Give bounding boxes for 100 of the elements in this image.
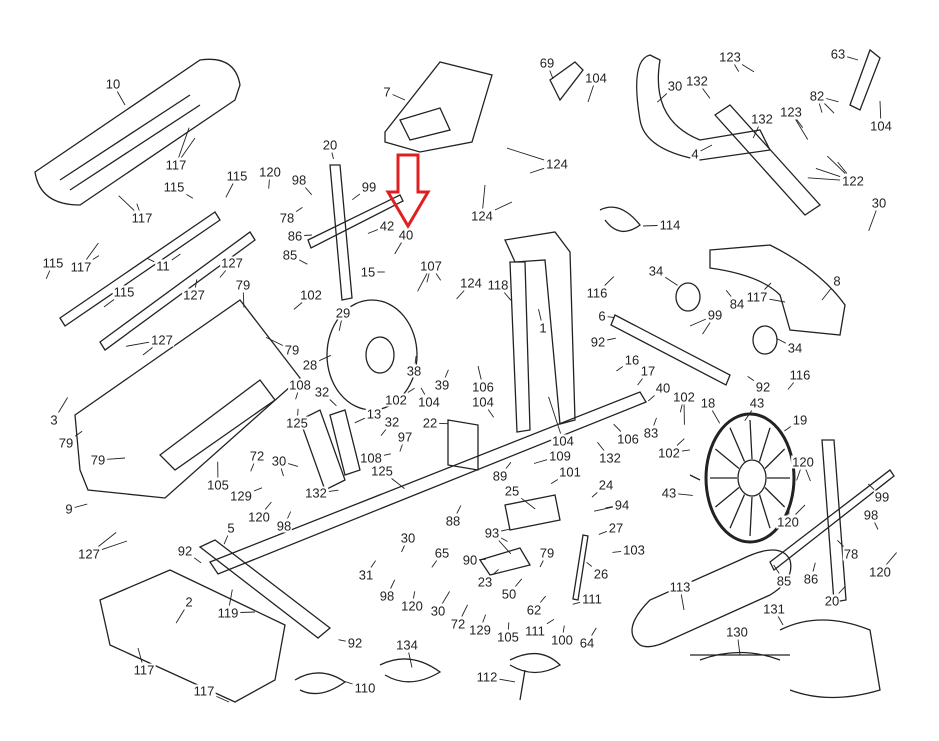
- callout-number: 28: [302, 358, 318, 372]
- callout-number: 119: [216, 606, 240, 620]
- callout-number: 108: [288, 378, 312, 392]
- callout-number: 117: [132, 664, 156, 676]
- callout-number: 130: [725, 626, 749, 638]
- leader-line: [250, 463, 254, 472]
- callout-number: 123: [779, 106, 803, 118]
- leader-line: [219, 270, 226, 278]
- callout-number: 83: [642, 426, 660, 440]
- leader-line: [146, 258, 155, 262]
- leader-line: [408, 652, 412, 668]
- callout-number: 79: [234, 278, 252, 292]
- callout-number: 30: [270, 454, 288, 468]
- leader-line: [118, 195, 135, 211]
- callout-number: 30: [430, 604, 446, 618]
- callout-number: 98: [862, 508, 880, 522]
- leader-line: [534, 459, 548, 464]
- leader-line: [664, 276, 678, 286]
- callout-number: 65: [434, 546, 450, 560]
- leader-line: [824, 103, 835, 114]
- callout-number: 106: [616, 432, 640, 446]
- callout-number: 19: [792, 414, 808, 426]
- leader-line: [747, 376, 754, 382]
- callout-number: 120: [776, 516, 800, 528]
- leader-line: [304, 187, 312, 196]
- callout-number: 69: [538, 56, 556, 70]
- leader-line: [414, 356, 417, 364]
- callout-number: 6: [597, 310, 607, 322]
- leader-line: [287, 511, 292, 519]
- leader-line: [74, 504, 88, 508]
- callout-number: 118: [486, 278, 510, 292]
- callout-number: 105: [496, 630, 520, 644]
- leader-line: [354, 418, 366, 424]
- leader-line: [613, 424, 622, 432]
- leader-line: [550, 479, 558, 484]
- leader-line: [592, 492, 598, 498]
- callout-number: 94: [614, 498, 630, 512]
- callout-number: 102: [657, 446, 681, 460]
- callout-number: 62: [526, 604, 542, 616]
- callout-number: 30: [400, 532, 416, 544]
- leader-line: [768, 298, 786, 302]
- leader-line: [240, 612, 256, 613]
- leader-line: [773, 564, 780, 574]
- callout-number: 116: [788, 368, 812, 382]
- leader-line: [46, 270, 50, 280]
- callout-number: 92: [346, 636, 364, 650]
- callout-number: 8: [832, 274, 842, 288]
- leader-line: [562, 625, 565, 633]
- leader-line: [401, 545, 405, 552]
- leader-line: [394, 242, 402, 254]
- callout-number: 1: [538, 322, 548, 334]
- leader-line: [540, 560, 544, 568]
- callout-number: 92: [590, 336, 606, 348]
- callout-number: 82: [808, 90, 826, 102]
- leader-line: [370, 560, 376, 568]
- leader-line: [684, 404, 685, 426]
- leader-line: [318, 354, 332, 362]
- leader-line: [352, 194, 360, 200]
- leader-line: [586, 562, 592, 567]
- leader-line: [98, 532, 117, 547]
- leader-line: [846, 56, 858, 60]
- callout-number: 34: [786, 342, 804, 354]
- callout-number: 4: [690, 148, 700, 160]
- leader-line: [242, 292, 244, 308]
- callout-number: 5: [226, 522, 236, 534]
- leader-line: [540, 596, 546, 603]
- leader-line: [538, 308, 542, 321]
- leader-line: [591, 627, 597, 636]
- leader-line: [702, 88, 710, 99]
- callout-number: 123: [718, 50, 742, 64]
- callout-number: 104: [551, 434, 575, 448]
- callout-number: 124: [545, 158, 569, 170]
- leader-line: [605, 506, 614, 508]
- callout-number: 11: [155, 260, 171, 272]
- callout-number: 124: [470, 210, 494, 222]
- callout-number: 92: [176, 544, 194, 558]
- leader-line: [253, 487, 262, 492]
- callout-number: 15: [360, 266, 376, 278]
- leader-line: [868, 210, 877, 232]
- callout-number: 104: [584, 72, 608, 84]
- callout-number: 78: [842, 548, 860, 560]
- leader-line: [442, 590, 450, 604]
- leader-line: [456, 290, 465, 300]
- callout-number: 120: [868, 566, 892, 578]
- leader-line: [868, 483, 875, 490]
- callout-number: 116: [586, 286, 608, 300]
- callout-number: 107: [419, 260, 443, 272]
- callout-number: 99: [706, 308, 724, 322]
- leader-line: [530, 168, 545, 174]
- leader-line: [101, 540, 128, 550]
- leader-line: [678, 493, 694, 496]
- leader-line: [546, 618, 554, 624]
- leader-line: [764, 282, 772, 290]
- callout-number: 134: [395, 638, 419, 652]
- leader-line: [504, 292, 512, 301]
- callout-number: 78: [278, 212, 296, 224]
- callout-number: 31: [358, 568, 374, 582]
- leader-line: [837, 162, 848, 174]
- leader-line: [391, 478, 406, 490]
- leader-line: [648, 395, 655, 402]
